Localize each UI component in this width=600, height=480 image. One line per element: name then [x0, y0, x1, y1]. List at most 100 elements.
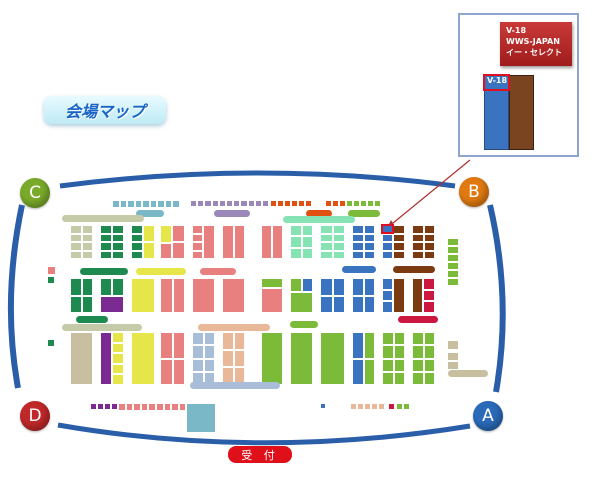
booth[interactable]: [352, 225, 364, 234]
booth[interactable]: [447, 238, 459, 246]
booth[interactable]: [320, 250, 333, 259]
booth[interactable]: [412, 250, 424, 259]
booth[interactable]: [423, 301, 435, 313]
booth[interactable]: [218, 200, 226, 208]
booth[interactable]: [364, 332, 375, 359]
booth[interactable]: [363, 242, 375, 251]
booth[interactable]: [240, 200, 248, 208]
booth[interactable]: [360, 200, 367, 207]
booth[interactable]: [290, 225, 302, 237]
booth[interactable]: [352, 250, 364, 259]
booth[interactable]: [112, 250, 124, 259]
booth[interactable]: [172, 225, 185, 242]
booth[interactable]: [133, 403, 141, 411]
booth[interactable]: [393, 358, 405, 372]
booth[interactable]: [423, 332, 435, 346]
booth[interactable]: [447, 340, 459, 350]
booth[interactable]: [261, 278, 283, 288]
booth[interactable]: [423, 371, 435, 385]
booth[interactable]: [112, 332, 124, 343]
booth[interactable]: [157, 200, 165, 208]
booth[interactable]: [134, 200, 142, 208]
booth[interactable]: [388, 403, 395, 410]
booth[interactable]: [290, 292, 313, 313]
booth[interactable]: [320, 403, 326, 409]
booth[interactable]: [192, 242, 203, 251]
booth[interactable]: [197, 200, 205, 208]
booth[interactable]: [81, 250, 93, 259]
booth[interactable]: [367, 200, 374, 207]
booth[interactable]: [382, 242, 393, 251]
booth[interactable]: [81, 233, 93, 242]
booth[interactable]: [261, 225, 272, 259]
booth[interactable]: [160, 243, 172, 259]
booth[interactable]: [447, 270, 459, 278]
booth[interactable]: [222, 278, 245, 313]
booth[interactable]: [142, 200, 150, 208]
booth[interactable]: [447, 246, 459, 254]
booth[interactable]: [140, 403, 149, 411]
booth[interactable]: [192, 332, 204, 346]
booth[interactable]: [261, 288, 283, 313]
booth[interactable]: [352, 233, 364, 242]
booth[interactable]: [111, 403, 118, 410]
booth[interactable]: [290, 247, 302, 259]
booth[interactable]: [100, 278, 112, 296]
booth[interactable]: [393, 371, 405, 385]
booth[interactable]: [222, 332, 234, 350]
booth[interactable]: [81, 242, 93, 251]
booth[interactable]: [47, 276, 55, 284]
booth[interactable]: [353, 200, 360, 207]
reception-button[interactable]: 受 付: [228, 446, 292, 463]
booth[interactable]: [70, 250, 82, 259]
booth[interactable]: [104, 403, 111, 410]
booth[interactable]: [447, 352, 459, 361]
booth[interactable]: [100, 233, 112, 242]
booth[interactable]: [204, 200, 212, 208]
booth[interactable]: [332, 278, 345, 296]
booth[interactable]: [143, 225, 155, 242]
booth[interactable]: [382, 358, 394, 372]
booth[interactable]: [382, 345, 394, 359]
booth[interactable]: [320, 233, 333, 242]
booth[interactable]: [247, 200, 255, 208]
booth[interactable]: [412, 233, 424, 242]
booth[interactable]: [423, 278, 435, 290]
booth[interactable]: [382, 332, 394, 346]
booth[interactable]: [302, 278, 313, 292]
booth[interactable]: [332, 200, 339, 207]
booth[interactable]: [374, 200, 381, 207]
booth[interactable]: [112, 233, 124, 242]
booth[interactable]: [143, 242, 155, 259]
booth[interactable]: [112, 353, 124, 364]
booth[interactable]: [131, 250, 143, 259]
booth[interactable]: [447, 278, 459, 286]
booth[interactable]: [332, 225, 345, 234]
booth[interactable]: [320, 278, 333, 296]
booth[interactable]: [447, 262, 459, 270]
booth[interactable]: [149, 200, 157, 208]
booth[interactable]: [233, 225, 245, 259]
booth[interactable]: [298, 200, 305, 207]
booth[interactable]: [301, 247, 313, 259]
booth[interactable]: [190, 200, 198, 208]
booth[interactable]: [160, 358, 173, 385]
booth[interactable]: [412, 242, 424, 251]
booth[interactable]: [233, 349, 245, 368]
booth[interactable]: [131, 278, 155, 313]
booth[interactable]: [127, 200, 135, 208]
booth[interactable]: [233, 332, 245, 350]
booth[interactable]: [339, 200, 346, 207]
booth[interactable]: [277, 200, 284, 207]
booth[interactable]: [393, 278, 405, 313]
booth[interactable]: [192, 358, 204, 372]
booth[interactable]: [81, 225, 93, 234]
booth[interactable]: [81, 295, 93, 313]
booth[interactable]: [320, 332, 345, 385]
booth[interactable]: [301, 236, 313, 248]
booth[interactable]: [172, 278, 185, 313]
booth[interactable]: [382, 233, 393, 242]
booth[interactable]: [192, 233, 203, 242]
booth[interactable]: [192, 345, 204, 359]
booth[interactable]: [70, 225, 82, 234]
